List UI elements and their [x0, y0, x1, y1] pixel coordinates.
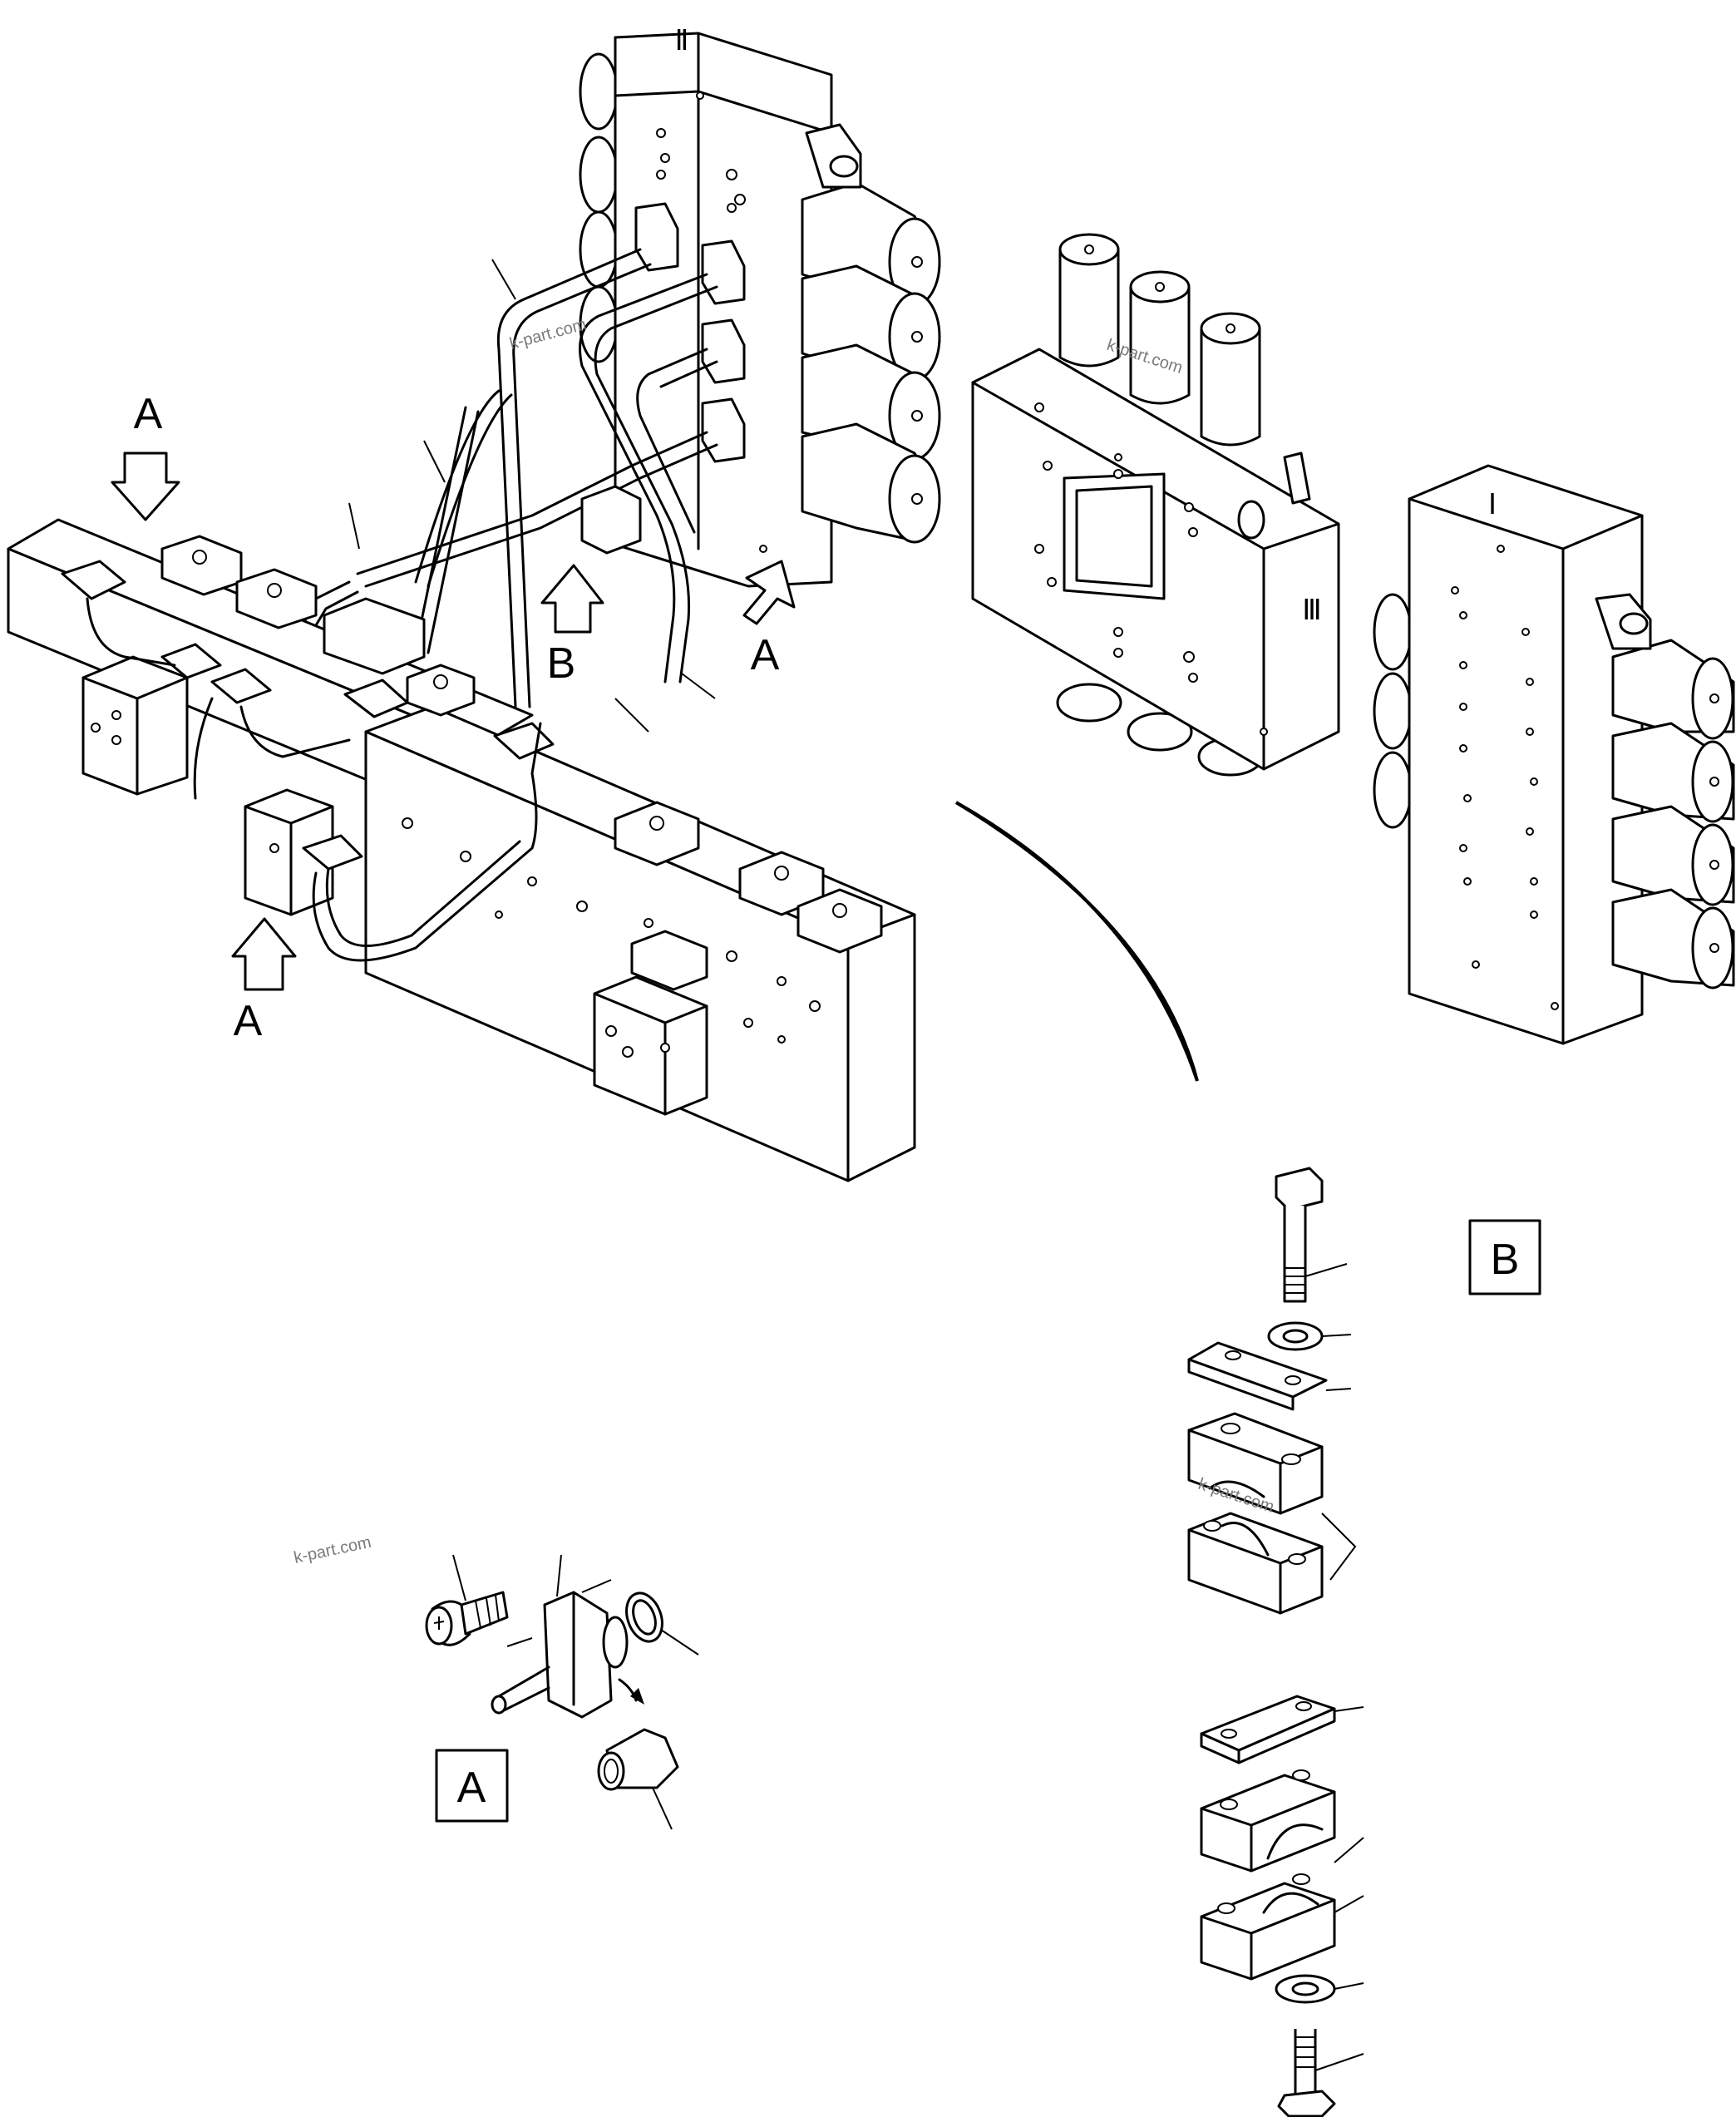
arrow-a-label-2: A [234, 997, 263, 1045]
view-arrow-a-bottom: A [231, 917, 297, 1045]
arrow-a-label-1: A [134, 390, 163, 438]
valve-iii-label: Ⅲ [1302, 595, 1321, 626]
watermark-4: k-part.com [508, 315, 589, 353]
detail-b-label: B [1491, 1236, 1520, 1284]
view-arrow-b: B [540, 564, 604, 688]
view-arrow-a-right: A [742, 560, 796, 679]
detail-b-clamp: B k-part.com [1187, 1167, 1541, 1615]
arrow-b-label: B [547, 639, 576, 688]
pipe-bundle [289, 248, 718, 733]
main-manifold [7, 485, 916, 1182]
detail-b-clamp-lower [1200, 1695, 1364, 2117]
separator-curve [954, 801, 1199, 1082]
valve-i-label: Ⅰ [1488, 490, 1497, 521]
detail-a-fitting: A k-part.com [292, 1533, 699, 1830]
valve-ii-label: Ⅱ [675, 26, 689, 57]
view-arrow-a-top: A [111, 390, 180, 521]
detail-a-box [435, 1749, 509, 1823]
detail-a-label: A [457, 1764, 486, 1812]
watermark-3: k-part.com [292, 1533, 372, 1567]
arrow-a-label-3: A [751, 631, 780, 679]
valve-block-iii: Ⅲ k-part.com [971, 233, 1340, 777]
valve-block-i: Ⅰ [1373, 464, 1735, 1045]
detail-b-box [1468, 1219, 1541, 1295]
